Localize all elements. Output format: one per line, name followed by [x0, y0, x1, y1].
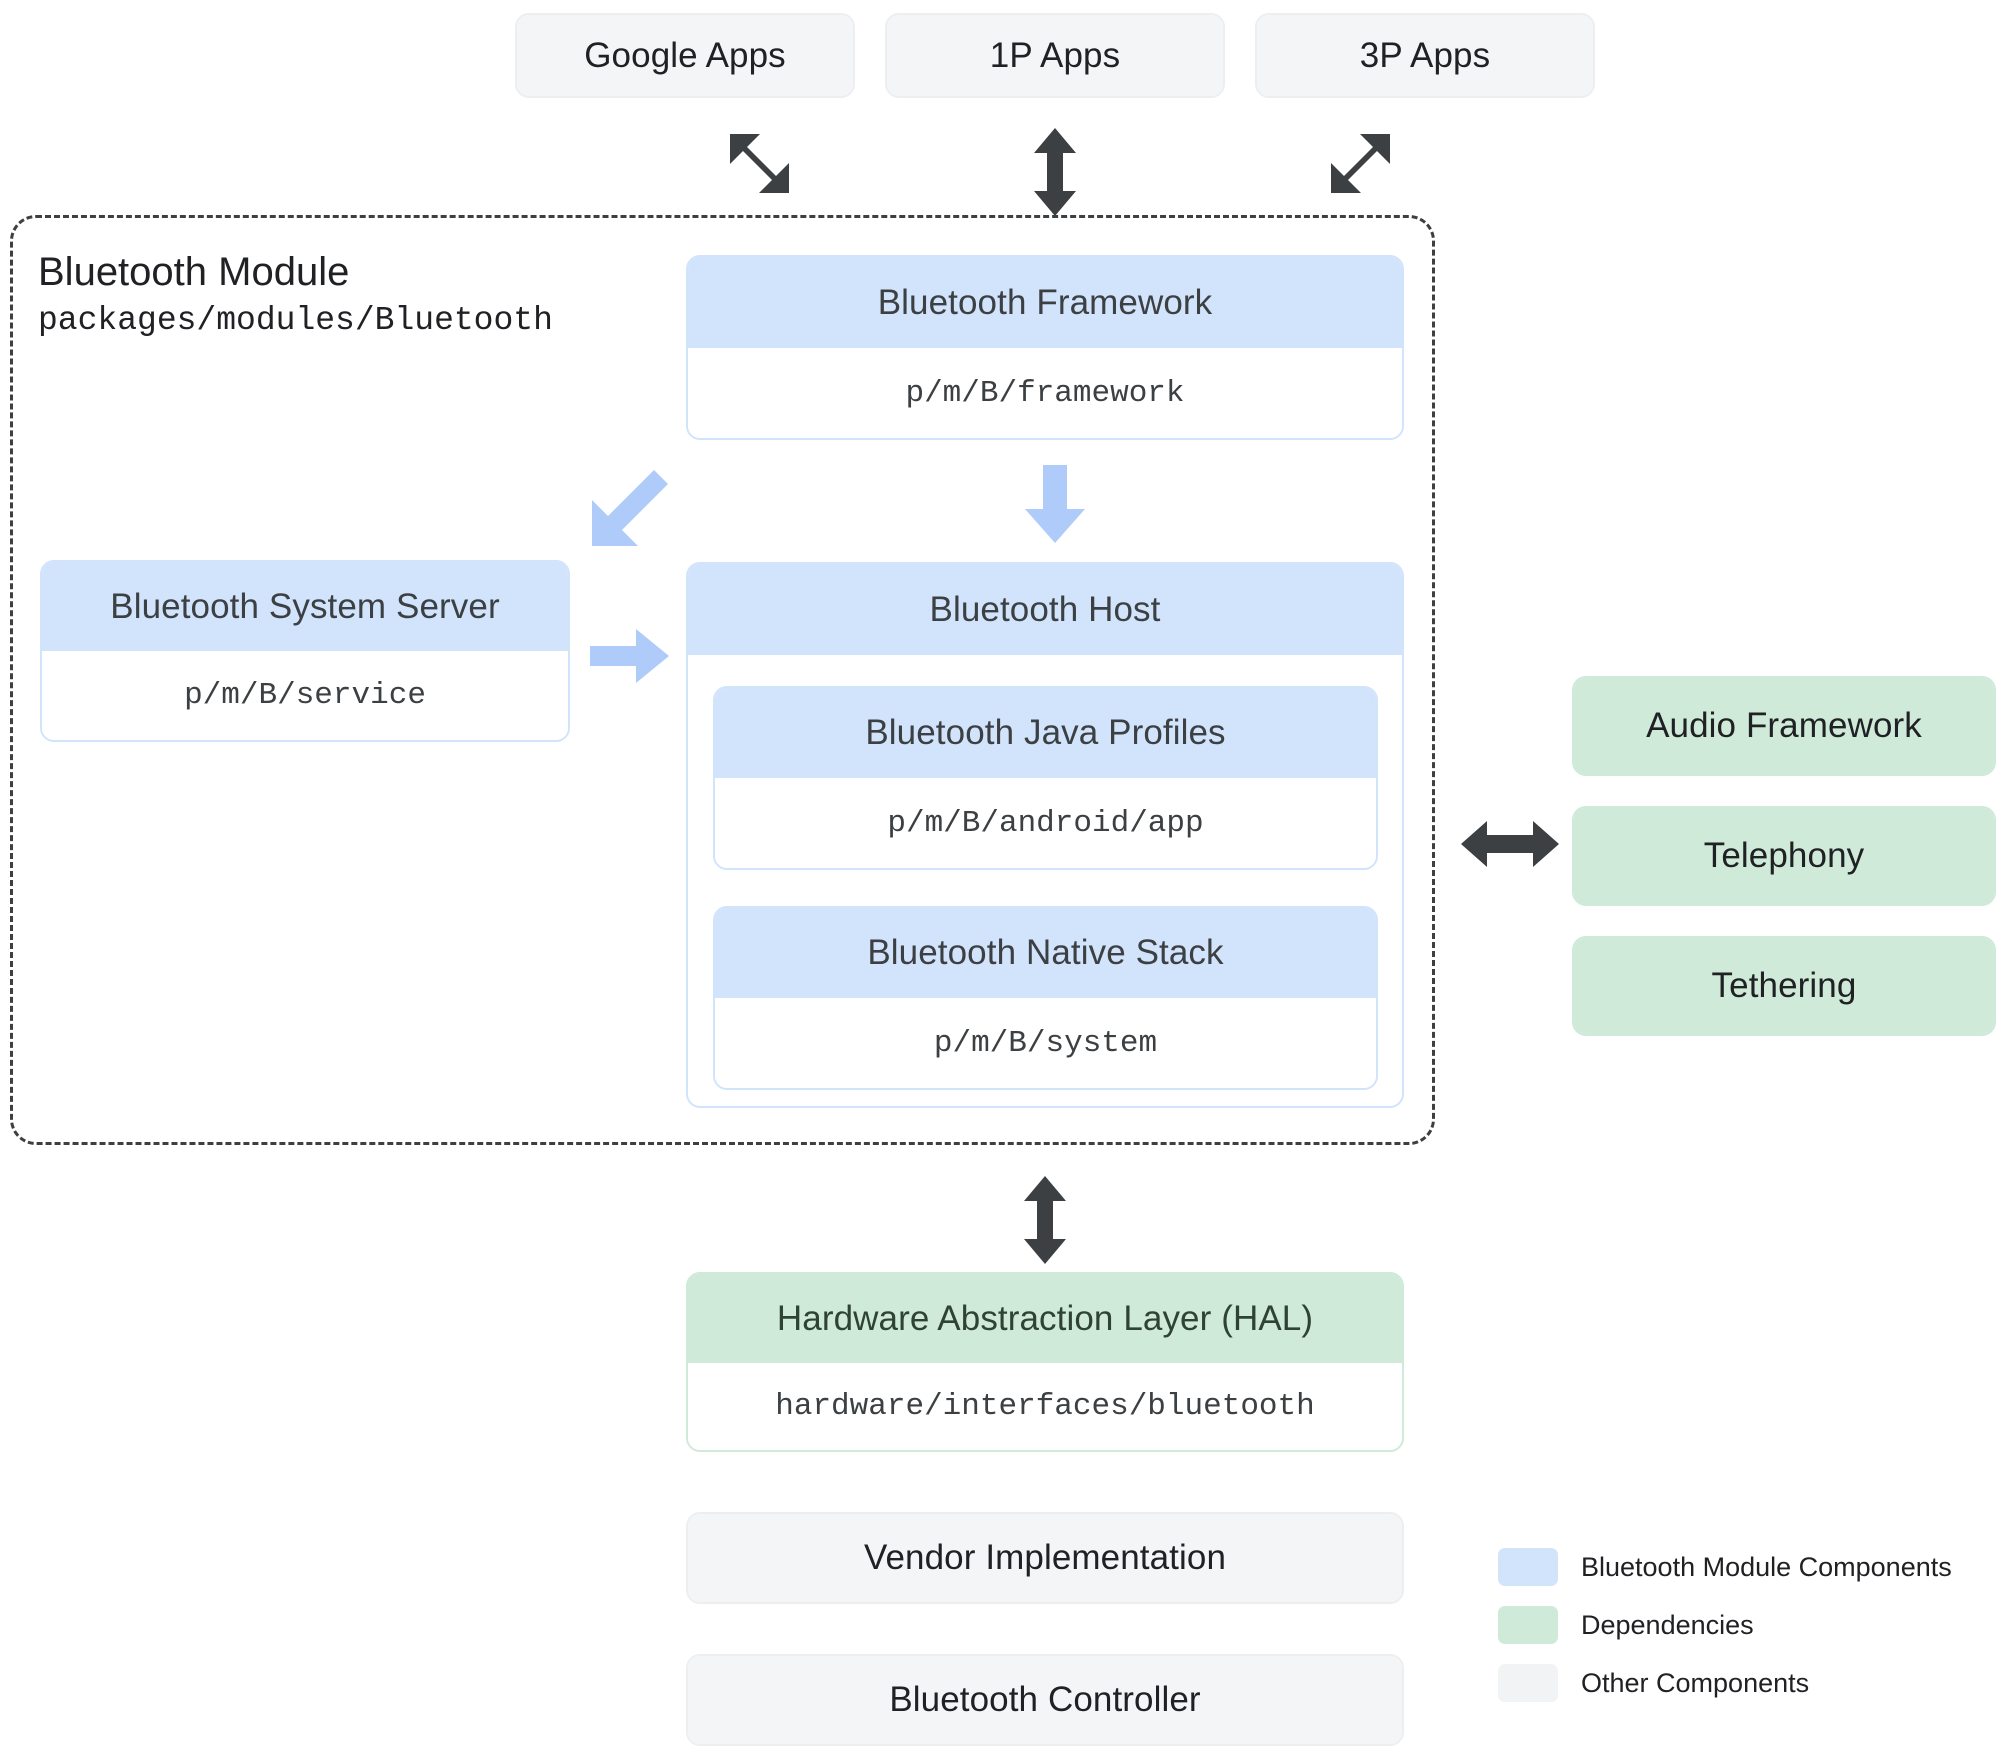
legend-swatch-other-components: [1498, 1664, 1558, 1702]
node-hardware-abstraction-layer-label: Hardware Abstraction Layer (HAL): [688, 1274, 1402, 1363]
node-bluetooth-java-profiles-path: p/m/B/android/app: [715, 778, 1376, 868]
arrow-framework-to-system-server: [592, 468, 670, 546]
node-telephony[interactable]: Telephony: [1572, 806, 1996, 906]
node-bluetooth-framework-label: Bluetooth Framework: [688, 257, 1402, 348]
node-bluetooth-native-stack[interactable]: Bluetooth Native Stack p/m/B/system: [713, 906, 1378, 1090]
node-bluetooth-framework[interactable]: Bluetooth Framework p/m/B/framework: [686, 255, 1404, 440]
legend-item-other-components: Other Components: [1498, 1664, 1952, 1702]
node-telephony-label: Telephony: [1574, 808, 1994, 904]
node-bluetooth-system-server-label: Bluetooth System Server: [42, 562, 568, 651]
node-1p-apps-label: 1P Apps: [887, 15, 1223, 96]
node-bluetooth-framework-path: p/m/B/framework: [688, 348, 1402, 438]
node-vendor-implementation[interactable]: Vendor Implementation: [686, 1512, 1404, 1604]
legend-swatch-module-components: [1498, 1548, 1558, 1586]
arrow-framework-to-host: [1023, 465, 1087, 543]
arrow-3p-apps-to-module: [1310, 130, 1400, 212]
node-bluetooth-controller-label: Bluetooth Controller: [688, 1656, 1402, 1744]
legend-swatch-dependencies: [1498, 1606, 1558, 1644]
node-3p-apps[interactable]: 3P Apps: [1255, 13, 1595, 98]
node-bluetooth-native-stack-path: p/m/B/system: [715, 998, 1376, 1088]
node-bluetooth-system-server[interactable]: Bluetooth System Server p/m/B/service: [40, 560, 570, 742]
legend-label-other-components: Other Components: [1581, 1667, 1810, 1698]
node-bluetooth-java-profiles-label: Bluetooth Java Profiles: [715, 688, 1376, 778]
legend-item-dependencies: Dependencies: [1498, 1606, 1952, 1644]
arrow-system-server-to-host: [590, 625, 670, 687]
node-3p-apps-label: 3P Apps: [1257, 15, 1593, 96]
node-audio-framework-label: Audio Framework: [1574, 678, 1994, 774]
node-bluetooth-system-server-path: p/m/B/service: [42, 651, 568, 740]
node-google-apps[interactable]: Google Apps: [515, 13, 855, 98]
node-vendor-implementation-label: Vendor Implementation: [688, 1514, 1402, 1602]
node-bluetooth-host-label: Bluetooth Host: [688, 564, 1402, 655]
arrow-module-to-hal: [1022, 1176, 1068, 1264]
node-google-apps-label: Google Apps: [517, 15, 853, 96]
node-hardware-abstraction-layer-path: hardware/interfaces/bluetooth: [688, 1363, 1402, 1450]
arrow-google-apps-to-module: [720, 130, 810, 212]
legend-label-module-components: Bluetooth Module Components: [1581, 1551, 1952, 1582]
legend-item-module-components: Bluetooth Module Components: [1498, 1548, 1952, 1586]
node-bluetooth-controller[interactable]: Bluetooth Controller: [686, 1654, 1404, 1746]
bluetooth-module-title: Bluetooth Module: [38, 250, 350, 294]
arrow-host-to-dependencies: [1461, 820, 1559, 868]
node-audio-framework[interactable]: Audio Framework: [1572, 676, 1996, 776]
node-hardware-abstraction-layer[interactable]: Hardware Abstraction Layer (HAL) hardwar…: [686, 1272, 1404, 1452]
node-1p-apps[interactable]: 1P Apps: [885, 13, 1225, 98]
node-tethering-label: Tethering: [1574, 938, 1994, 1034]
node-bluetooth-native-stack-label: Bluetooth Native Stack: [715, 908, 1376, 998]
bluetooth-module-container: [10, 215, 1435, 1145]
legend: Bluetooth Module Components Dependencies…: [1498, 1548, 1952, 1722]
bluetooth-module-subtitle: packages/modules/Bluetooth: [38, 302, 553, 339]
node-tethering[interactable]: Tethering: [1572, 936, 1996, 1036]
node-bluetooth-java-profiles[interactable]: Bluetooth Java Profiles p/m/B/android/ap…: [713, 686, 1378, 870]
arrow-1p-apps-to-module: [1032, 128, 1078, 216]
legend-label-dependencies: Dependencies: [1581, 1609, 1754, 1640]
